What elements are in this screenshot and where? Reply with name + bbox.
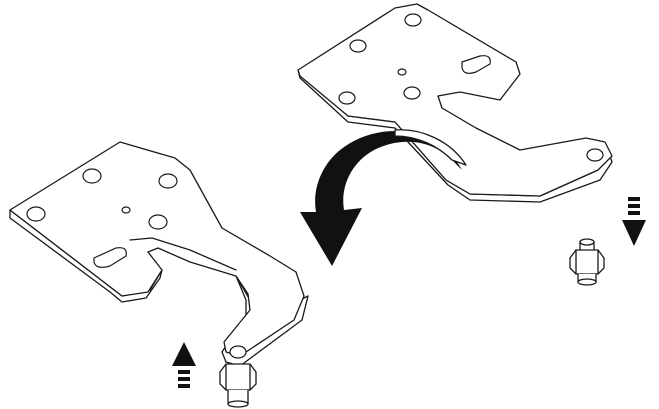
stud-right-nut-facet (575, 249, 599, 275)
up-arrow-head (172, 342, 196, 366)
stud-left-nut (219, 363, 257, 391)
bracket-original-end-hole (586, 148, 604, 162)
rotate-arrow-body (300, 131, 462, 266)
bracket-flipped-hole-3 (158, 173, 178, 189)
down-arrow-head (622, 220, 646, 246)
stud-left (219, 363, 257, 408)
bracket-original-hole-1 (349, 39, 367, 53)
bracket-original-slot (461, 55, 491, 74)
bracket-flipped-pilot-hole (121, 206, 131, 214)
stud-left-nut-facet (225, 363, 251, 391)
bracket-original-pilot-hole (397, 68, 407, 76)
bracket-flipped-end-hole (229, 345, 247, 359)
up-arrow-dash-3 (178, 384, 190, 388)
bracket-flipped-top (9, 141, 305, 357)
bracket-flipped-notch-line (129, 237, 237, 271)
stud-right (569, 238, 605, 286)
down-arrow-dash-3 (628, 211, 640, 215)
bracket-flipped-hole-1 (26, 206, 46, 222)
bracket-original-hole-4 (403, 86, 421, 100)
bracket-original-hole-3 (338, 91, 356, 105)
bracket-flipped-slot (93, 247, 127, 268)
bracket-original (297, 3, 613, 203)
down-arrow-dash-1 (628, 197, 640, 201)
bracket-original-top (297, 3, 613, 197)
stud-right-nut (569, 249, 605, 275)
stud-right-base (577, 278, 597, 286)
up-arrow-icon (172, 342, 196, 388)
stud-right-top (579, 238, 595, 246)
up-arrow-dash-2 (178, 377, 190, 381)
rotate-arrow-highlight (394, 129, 467, 166)
curved-rotate-arrow-icon (300, 129, 467, 266)
bracket-original-hole-2 (404, 13, 422, 27)
bracket-flipped (9, 141, 309, 367)
up-arrow-dash-1 (178, 370, 190, 374)
bracket-flipped-hole-2 (82, 168, 102, 184)
bracket-flipped-hole-4 (148, 214, 168, 230)
stud-left-base (227, 400, 249, 408)
down-arrow-icon (622, 197, 646, 246)
down-arrow-dash-2 (628, 204, 640, 208)
